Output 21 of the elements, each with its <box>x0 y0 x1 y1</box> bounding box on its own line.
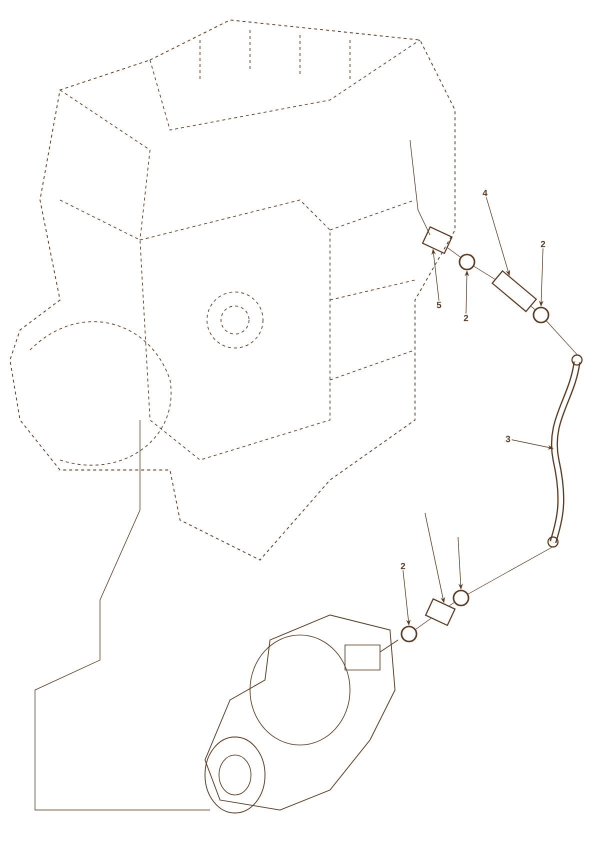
assembly-line <box>530 306 536 310</box>
hose-piece <box>422 226 453 254</box>
assembly-line <box>447 247 461 258</box>
hose-piece <box>425 598 456 626</box>
assembly-line <box>449 602 454 606</box>
callout-number: 2 <box>400 562 406 570</box>
hose-clamp <box>400 626 418 642</box>
hose-clamp <box>452 590 470 606</box>
assembly-line <box>468 546 554 594</box>
assembly-line <box>474 266 496 280</box>
callout-number: 2 <box>540 240 546 248</box>
assembly-line <box>546 320 578 356</box>
hose-clamp <box>458 254 476 270</box>
callout-number: 5 <box>436 302 442 308</box>
hose-clamp <box>532 306 550 324</box>
callout-number: 3 <box>506 436 510 442</box>
callout-number: 4 <box>482 190 488 196</box>
callout-number: 2 <box>464 314 468 322</box>
assembly-line <box>415 618 432 630</box>
tube-drawing <box>547 354 583 548</box>
hose-piece <box>492 270 537 312</box>
